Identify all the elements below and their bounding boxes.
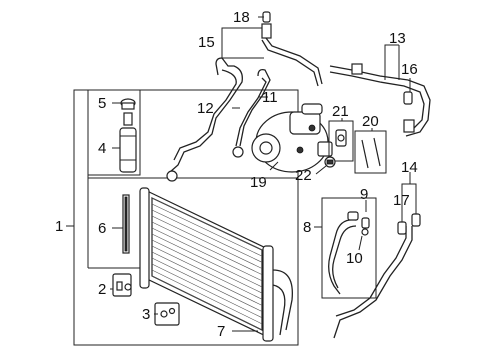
callout-22: 22 <box>295 167 312 184</box>
callout-13: 13 <box>389 30 406 47</box>
condenser-fin <box>151 269 263 325</box>
condenser-fin <box>151 215 263 269</box>
condenser-fin <box>151 263 263 318</box>
callout-18: 18 <box>233 9 250 26</box>
callout-17: 17 <box>393 192 410 209</box>
condenser-group-frame <box>73 89 299 346</box>
callout-8: 8 <box>303 219 311 236</box>
condenser-fin <box>151 197 263 251</box>
receiver-drier <box>119 98 137 173</box>
condenser-fin <box>151 233 263 288</box>
condenser-fin <box>151 209 263 263</box>
callout-11: 11 <box>262 89 278 106</box>
seal-plate-kit <box>328 120 354 162</box>
mounting-bolt-kit <box>354 130 387 174</box>
condenser-fin <box>151 251 263 306</box>
callout-labels: 1 2 3 4 5 6 7 8 9 10 11 12 13 14 15 16 1… <box>55 9 418 340</box>
callout-9: 9 <box>360 186 368 203</box>
callout-19: 19 <box>250 174 267 191</box>
callout-7: 7 <box>217 323 225 340</box>
callout-10: 10 <box>346 250 363 267</box>
bolt-kit <box>154 302 180 326</box>
callout-6: 6 <box>98 220 106 237</box>
callout-20: 20 <box>362 113 379 130</box>
valve-part <box>324 156 336 168</box>
callout-3: 3 <box>142 306 150 323</box>
seal-strip <box>122 194 130 254</box>
callout-21: 21 <box>332 103 349 120</box>
condenser-fin <box>151 239 263 294</box>
bracket-kit <box>112 273 132 297</box>
condenser-fin <box>151 245 263 300</box>
leader-lines <box>66 16 417 332</box>
callout-2: 2 <box>98 281 106 298</box>
callout-15: 15 <box>198 34 215 51</box>
compressor <box>251 103 333 173</box>
condenser-fin <box>151 275 263 331</box>
condenser-fin <box>151 203 263 257</box>
condenser <box>139 187 294 342</box>
ac-lines <box>166 11 431 182</box>
callout-14: 14 <box>401 159 418 176</box>
callout-4: 4 <box>98 140 106 157</box>
hose-group-frame <box>321 197 377 299</box>
callout-1: 1 <box>55 218 63 235</box>
condenser-fin <box>151 257 263 312</box>
condenser-fin <box>151 227 263 282</box>
pressure-hose <box>328 211 370 295</box>
callout-12: 12 <box>197 100 214 117</box>
callout-16: 16 <box>401 61 418 78</box>
condenser-fin <box>151 221 263 275</box>
suction-line <box>333 213 421 339</box>
callout-5: 5 <box>98 95 106 112</box>
